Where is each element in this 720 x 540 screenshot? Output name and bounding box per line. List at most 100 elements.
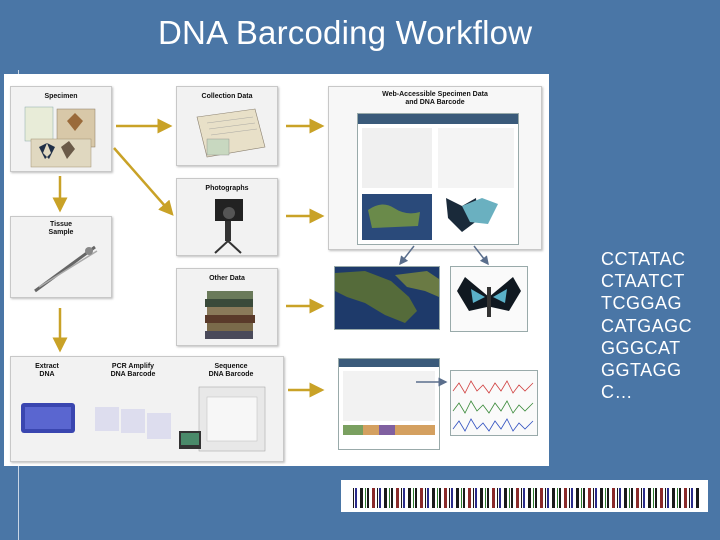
- barcode-bar: [581, 488, 582, 508]
- barcode-bar: [499, 488, 501, 508]
- barcode-bar: [509, 488, 510, 508]
- sequence-line: GGTAGG: [601, 360, 682, 381]
- tissue-sample-label: Tissue Sample: [48, 221, 74, 236]
- barcode-bar: [593, 488, 594, 508]
- barcode-bar: [588, 488, 591, 508]
- barcode-bar: [569, 488, 570, 508]
- sequence-line: C…: [601, 382, 633, 403]
- web-data-label: Web-Accessible Specimen Data and DNA Bar…: [382, 91, 488, 106]
- dna-barcode-graphic: [353, 488, 699, 508]
- sequence-barcode-label: Sequence DNA Barcode: [208, 363, 254, 378]
- barcode-bar: [660, 488, 663, 508]
- arrow-web-to-map: [399, 245, 415, 266]
- pcr-amplify-label: PCR Amplify DNA Barcode: [110, 363, 156, 378]
- barcode-bar: [617, 488, 618, 508]
- workflow-arrows: [52, 118, 489, 398]
- barcode-bar: [535, 488, 537, 508]
- barcode-bar: [571, 488, 573, 508]
- photographs-label: Photographs: [205, 185, 249, 192]
- barcode-bar: [629, 488, 630, 508]
- web-data-box: Web-Accessible Specimen Data and DNA Bar…: [328, 86, 542, 250]
- barcode-bar: [583, 488, 585, 508]
- web-record-screenshot: [357, 113, 519, 245]
- barcode-bar: [403, 488, 405, 508]
- barcode-bar: [667, 488, 669, 508]
- barcode-bar: [451, 488, 453, 508]
- dna-barcode-strip: [341, 480, 708, 512]
- barcode-bar: [353, 488, 354, 508]
- lab-equipment-illustration: [21, 386, 266, 452]
- forceps-illustration: [34, 245, 98, 293]
- lab-process-box: Extract DNA PCR Amplify DNA Barcode Sequ…: [10, 356, 284, 462]
- other-data-label: Other Data: [209, 275, 245, 282]
- barcode-bar: [559, 488, 561, 508]
- barcode-bar: [672, 488, 675, 508]
- tissue-sample-box: Tissue Sample: [10, 216, 112, 298]
- dna-sequence-text: CCTATAC CTAATCT TCGGAG CATGAGC GGGCAT GG…: [601, 248, 692, 403]
- books-illustration: [205, 291, 255, 339]
- barcode-bar: [468, 488, 471, 508]
- barcode-bar: [547, 488, 549, 508]
- barcode-bar: [432, 488, 435, 508]
- barcode-bar: [463, 488, 465, 508]
- arrow-specimen-to-photographs: [113, 147, 174, 216]
- barcode-record-illustration: [339, 359, 439, 435]
- barcode-bar: [355, 488, 357, 508]
- barcode-bar: [677, 488, 678, 508]
- collection-data-box: Collection Data: [176, 86, 278, 166]
- barcode-bar: [367, 488, 369, 508]
- barcode-bar: [600, 488, 603, 508]
- barcode-bar: [631, 488, 633, 508]
- other-data-box: Other Data: [176, 268, 278, 346]
- barcode-bar: [564, 488, 567, 508]
- workflow-diagram-panel: Specimen Collection Data Photographs: [4, 74, 549, 466]
- barcode-bar: [415, 488, 417, 508]
- arrow-web-to-butterfly: [473, 245, 489, 266]
- barcode-record-screenshot: [338, 358, 440, 450]
- barcode-bar: [372, 488, 375, 508]
- barcode-bar: [396, 488, 399, 508]
- barcode-bar: [475, 488, 477, 508]
- barcode-bar: [480, 488, 483, 508]
- barcode-bar: [528, 488, 531, 508]
- barcode-bar: [605, 488, 606, 508]
- barcode-bar: [641, 488, 642, 508]
- barcode-bar: [540, 488, 543, 508]
- barcode-bar: [689, 488, 690, 508]
- barcode-bar: [648, 488, 651, 508]
- barcode-bar: [360, 488, 363, 508]
- barcode-bar: [485, 488, 486, 508]
- barcode-bar: [612, 488, 615, 508]
- map-illustration: [335, 267, 439, 329]
- specimen-illustration: [24, 106, 96, 168]
- sequence-line: GGGCAT: [601, 337, 681, 358]
- barcode-bar: [552, 488, 555, 508]
- sequence-line: CATGAGC: [601, 315, 693, 336]
- photographs-box: Photographs: [176, 178, 278, 256]
- barcode-bar: [420, 488, 423, 508]
- sequence-line: CTAATCT: [601, 271, 685, 292]
- barcode-bar: [516, 488, 519, 508]
- barcode-bar: [576, 488, 579, 508]
- barcode-bar: [456, 488, 459, 508]
- barcode-bar: [473, 488, 474, 508]
- barcode-bar: [521, 488, 522, 508]
- barcode-bar: [684, 488, 687, 508]
- barcode-bar: [624, 488, 627, 508]
- sequence-chromatogram: [450, 370, 538, 436]
- barcode-bar: [413, 488, 414, 508]
- barcode-bar: [444, 488, 447, 508]
- barcode-bar: [636, 488, 639, 508]
- collection-data-label: Collection Data: [201, 93, 253, 100]
- distribution-map: [334, 266, 440, 330]
- barcode-bar: [679, 488, 681, 508]
- barcode-bar: [389, 488, 390, 508]
- specimen-label: Specimen: [44, 93, 78, 100]
- barcode-bar: [619, 488, 621, 508]
- sequence-line: TCGGAG: [601, 293, 683, 314]
- barcode-bar: [492, 488, 495, 508]
- barcode-bar: [379, 488, 381, 508]
- barcode-bar: [401, 488, 402, 508]
- barcode-bar: [365, 488, 366, 508]
- barcode-bar: [427, 488, 429, 508]
